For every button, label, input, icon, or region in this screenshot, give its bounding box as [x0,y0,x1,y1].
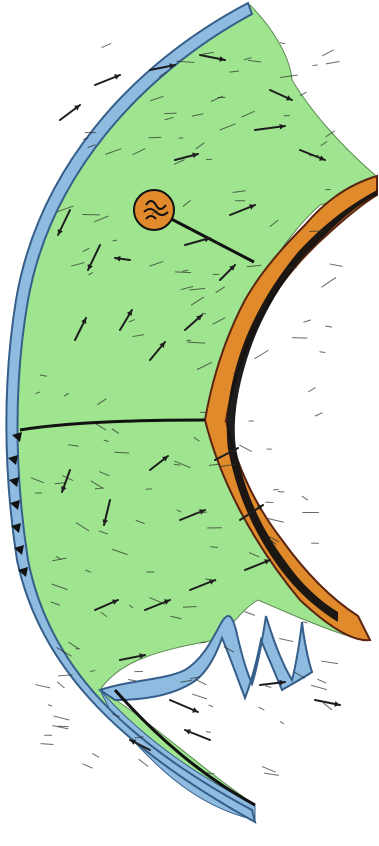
flow-streak [280,43,285,44]
flow-streak [309,231,323,232]
flow-streak [321,661,338,664]
flow-streak [175,272,191,273]
flow-streak [303,320,311,322]
flow-streak [139,759,148,766]
flow-streak [325,326,332,327]
flow-streak [102,43,111,47]
flow-streak [322,50,334,56]
flow-streak [326,61,339,63]
flow-streak [206,732,211,733]
flow-streak [280,721,284,724]
flow-streak [308,388,315,392]
flow-streak [303,622,308,623]
flow-streak [268,518,284,522]
flow-streak [262,766,276,772]
flow-streak [315,413,323,416]
flow-streak [321,277,335,287]
flow-streak [319,352,325,353]
flow-streak [329,264,342,266]
flow-streak [53,716,69,720]
flow-streak [57,682,64,688]
flow-streak [48,705,52,706]
flow-streak [259,707,265,710]
flow-streak [192,694,207,699]
flow-streak [254,350,268,359]
flow-streak [164,113,176,114]
flow-streak [92,754,99,758]
flow-streak [41,744,54,745]
flow-streak [245,612,255,616]
flow-streak [317,679,326,683]
flow-streak [302,496,308,500]
flow-streak [264,773,279,775]
flow-streak [35,685,50,688]
flow-streak [196,679,207,684]
mantle-sector [8,5,375,820]
flow-streak [239,445,251,452]
flow-streak [83,764,93,768]
flow-streak [265,686,271,688]
flow-streak [279,638,293,641]
flow-streak [313,65,318,66]
flow-streak [209,705,213,707]
flow-streak [273,489,279,490]
flow-streak [311,685,327,689]
flow-streak [128,679,136,680]
